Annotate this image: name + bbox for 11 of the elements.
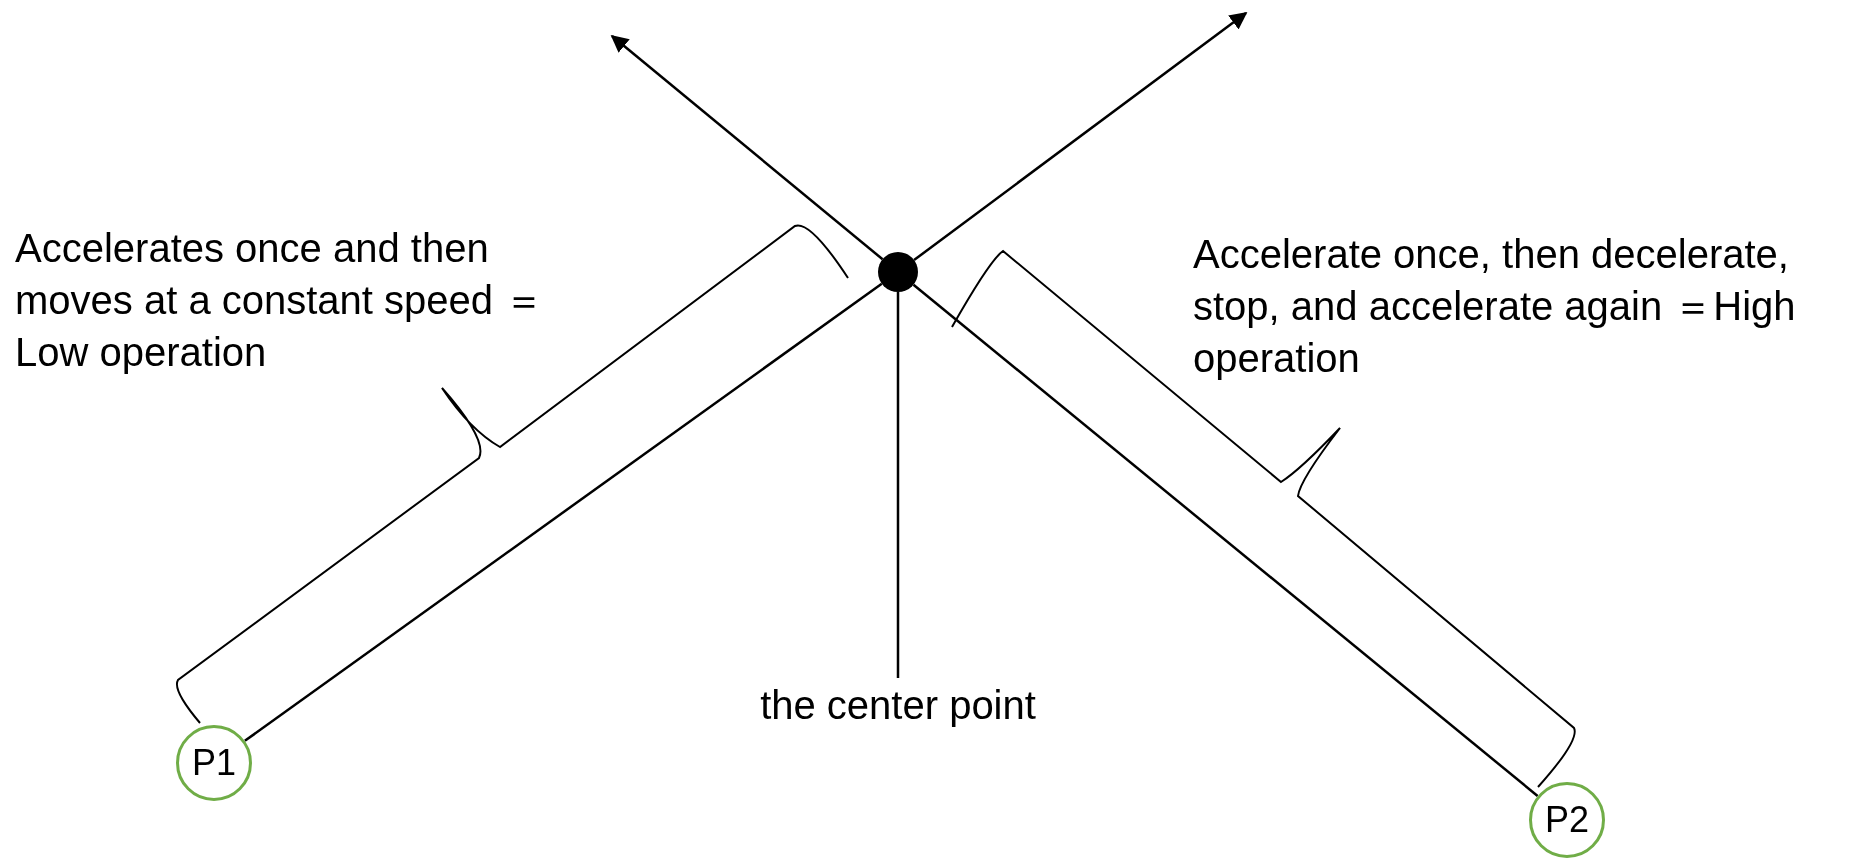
annotation-text: Accelerate once, then decelerate, stop, and accelerate again ＝High operation bbox=[1193, 231, 1797, 382]
annotation-text: Accelerates once and then moves at a constant speed ＝Low operation bbox=[15, 225, 546, 376]
point-label: the center point bbox=[698, 679, 1098, 731]
center-dot bbox=[878, 252, 918, 292]
line bbox=[244, 282, 883, 742]
line bbox=[912, 283, 1539, 797]
arrow bbox=[610, 34, 884, 261]
point-circle: P1 bbox=[176, 725, 252, 801]
point-circle: P2 bbox=[1529, 782, 1605, 858]
arrow bbox=[913, 11, 1248, 262]
leader-line bbox=[896, 292, 900, 678]
